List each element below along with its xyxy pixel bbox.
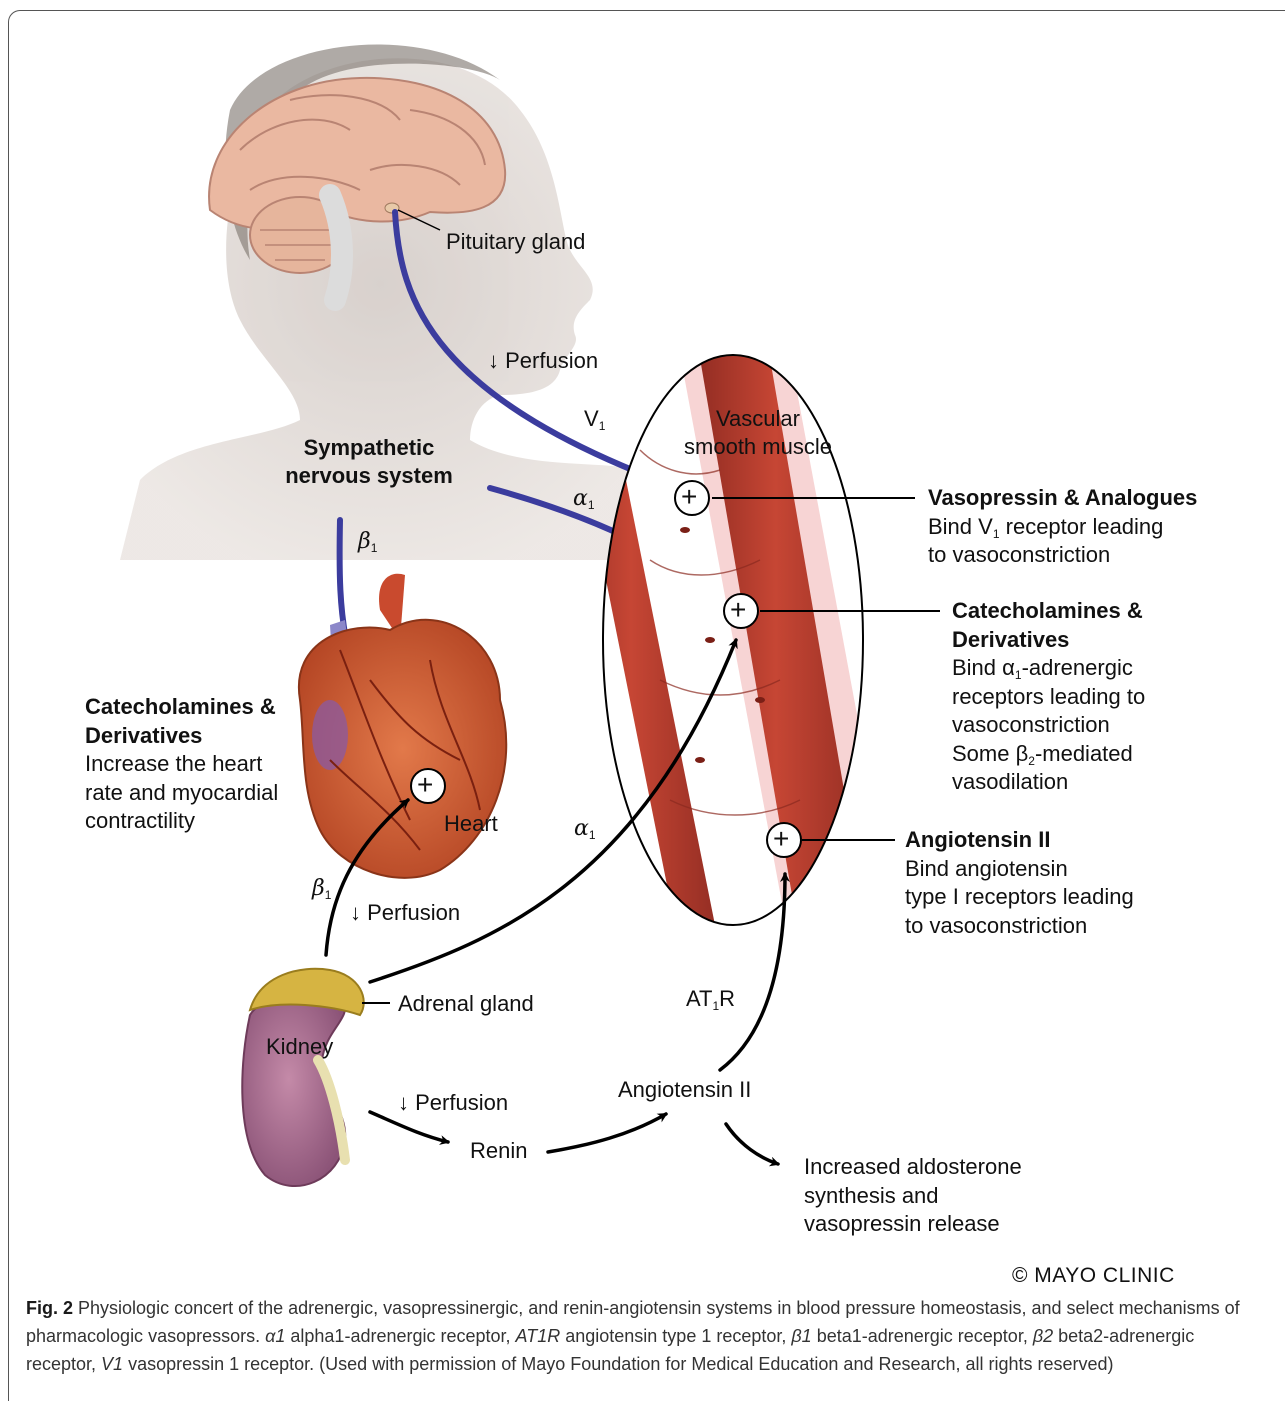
beta1-low-label: β1 (312, 874, 331, 903)
perfusion-top-label: ↓ Perfusion (488, 347, 598, 375)
plus-heart: + (417, 771, 433, 799)
vessel-catecholamines-block: Catecholamines & Derivatives Bind α1-adr… (952, 597, 1145, 797)
vasopressin-block: Vasopressin & Analogues Bind V1 receptor… (928, 484, 1197, 570)
plus-at1r: + (773, 825, 789, 853)
kidney-label: Kidney (266, 1033, 333, 1061)
heart-label: Heart (444, 810, 498, 838)
figure-caption: Fig. 2 Physiologic concert of the adrene… (26, 1294, 1256, 1378)
at1r-label: AT1R (686, 985, 735, 1013)
angiotensin-label: Angiotensin II (618, 1076, 751, 1104)
sns-label: Sympathetic nervous system (278, 434, 460, 490)
caption-fig-number: Fig. 2 (26, 1298, 73, 1318)
alpha1-top-label: α1 (573, 484, 595, 513)
plus-alpha1: + (730, 596, 746, 624)
v1-label: V1 (584, 405, 605, 433)
alpha1-mid-label: α1 (574, 814, 596, 843)
angiotensin-block: Angiotensin II Bind angiotensin type I r… (905, 826, 1134, 940)
perfusion-low-label: ↓ Perfusion (398, 1089, 508, 1117)
heart-catecholamines-block: Catecholamines & Derivatives Increase th… (85, 693, 278, 836)
pituitary-label: Pituitary gland (446, 228, 585, 256)
kidney (242, 992, 345, 1186)
increased-aldosterone-label: Increased aldosterone synthesis and vaso… (804, 1153, 1022, 1239)
mayo-credit: © MAYO CLINIC (1012, 1264, 1175, 1288)
perfusion-mid-label: ↓ Perfusion (350, 899, 460, 927)
adrenal-label: Adrenal gland (398, 990, 534, 1018)
plus-v1: + (681, 483, 697, 511)
vascular-label: Vascular smooth muscle (678, 405, 838, 461)
renin-label: Renin (470, 1137, 527, 1165)
beta1-top-label: β1 (358, 527, 377, 556)
